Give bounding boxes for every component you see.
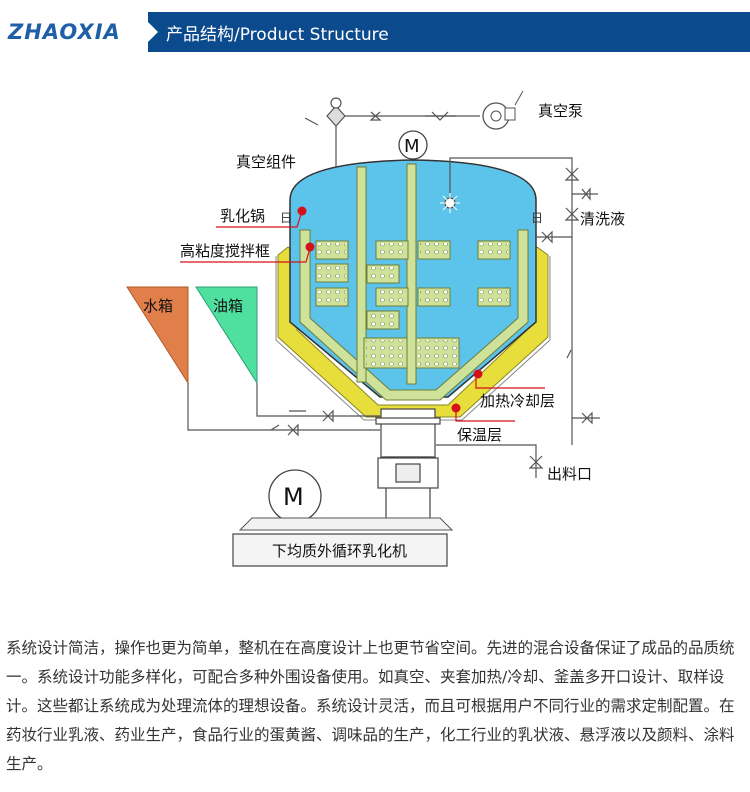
label-insulation-layer: 保温层 — [457, 426, 502, 444]
top-motor: M — [398, 130, 428, 168]
label-vacuum-pump: 真空泵 — [538, 102, 583, 120]
frame-holes — [318, 243, 508, 366]
right-gauge-icon: 日 — [531, 211, 543, 225]
feed-piping — [187, 383, 380, 437]
discharge-piping — [436, 444, 544, 478]
machine-name-label: 下均质外循环乳化机 — [272, 542, 407, 560]
callout-dots — [297, 206, 483, 413]
brand-logo: ZHAOXIA — [0, 12, 148, 52]
section-title: 产品结构/Product Structure — [166, 25, 389, 45]
label-emulsifying-pot: 乳化锅 — [220, 207, 265, 225]
homogenizer-column — [375, 408, 441, 530]
base-motor: M — [238, 469, 454, 531]
machine-base — [232, 533, 448, 567]
water-tank — [126, 286, 189, 385]
left-gauge-icon: 日 — [280, 211, 292, 225]
label-cleaning-liquid: 清洗液 — [580, 210, 625, 228]
product-description: 系统设计简洁，操作也更为简单，整机在在高度设计上也更节省空间。先进的混合设备保证… — [6, 638, 735, 773]
label-discharge-port: 出料口 — [547, 465, 592, 483]
vacuum-pump — [482, 90, 524, 130]
label-vacuum-unit: 真空组件 — [236, 153, 296, 171]
section-banner — [148, 12, 750, 52]
page-header: ZHAOXIA 产品结构/Product Structure — [0, 0, 750, 52]
product-structure-diagram: 真空泵 真空组件 M — [126, 90, 625, 567]
logo-text: ZHAOXIA — [8, 20, 121, 44]
label-heating-cooling-layer: 加热冷却层 — [480, 392, 555, 410]
spray-ball-icon — [440, 193, 460, 213]
label-mixing-frame: 高粘度搅拌框 — [180, 242, 270, 260]
vacuum-piping — [304, 97, 480, 170]
oil-tank — [195, 286, 258, 385]
motor-bottom-label: M — [283, 483, 304, 511]
banner-arrow-icon — [148, 22, 158, 42]
label-water-tank: 水箱 — [143, 297, 173, 315]
motor-top-label: M — [404, 136, 420, 157]
label-oil-tank: 油箱 — [213, 297, 243, 315]
